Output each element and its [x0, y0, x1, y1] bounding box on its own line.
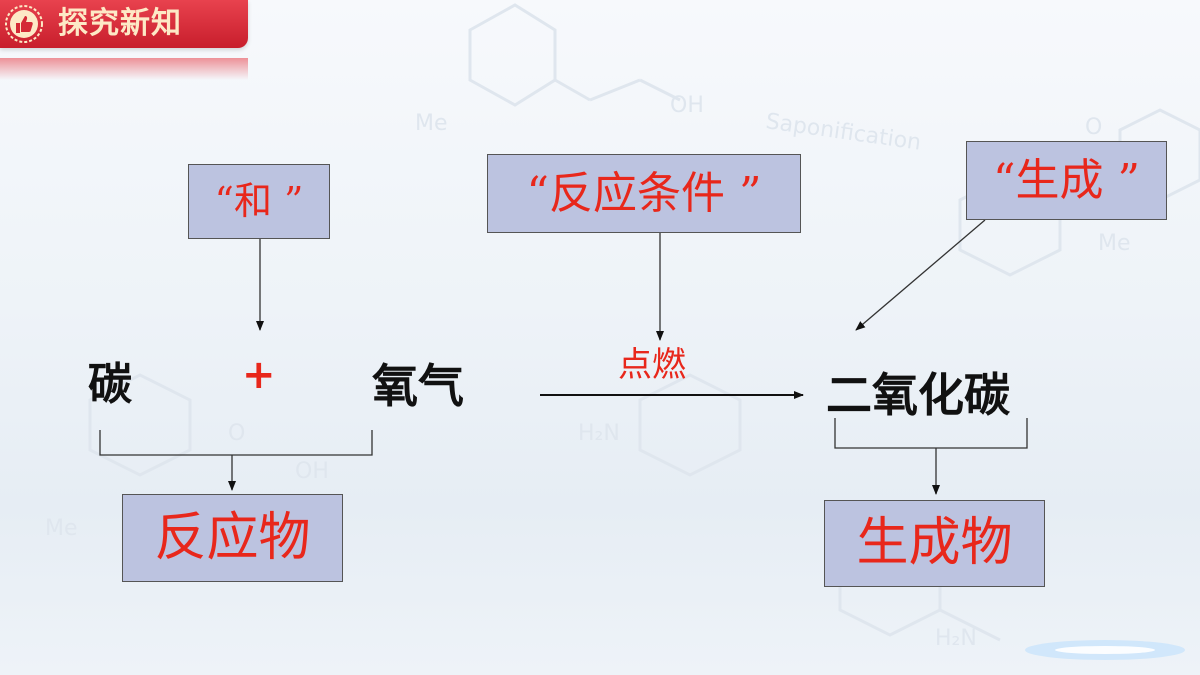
bg-oh-1: OH	[670, 93, 704, 118]
reactant-bracket	[99, 430, 373, 456]
section-header: 探究新知	[0, 0, 248, 48]
condition-box-label: “反应条件 ”	[526, 168, 762, 219]
products-box-label: 生成物	[856, 513, 1013, 573]
bg-o-1: O	[1085, 115, 1102, 140]
produce-box-label: “生成 ”	[993, 155, 1140, 206]
produce-box: “生成 ”	[966, 141, 1167, 220]
and-box-label: “和 ”	[214, 179, 304, 223]
product-bracket	[834, 418, 1028, 449]
products-box: 生成物	[824, 500, 1045, 587]
reactant-carbon: 碳	[88, 359, 132, 410]
and-box: “和 ”	[188, 164, 330, 239]
bg-me-3: Me	[45, 516, 78, 541]
product-co2: 二氧化碳	[826, 368, 1010, 422]
reactants-box-label: 反应物	[154, 508, 311, 568]
bg-me-2: Me	[1098, 231, 1131, 256]
thumbs-up-icon	[5, 5, 43, 43]
condition-box: “反应条件 ”	[487, 154, 801, 233]
reactant-oxygen: 氧气	[372, 359, 464, 413]
condition-ignite: 点燃	[618, 345, 686, 385]
header-title: 探究新知	[58, 6, 182, 41]
bg-h2n-1: H₂N	[578, 421, 620, 446]
reactants-box: 反应物	[122, 494, 343, 582]
plus-sign: +	[242, 352, 276, 398]
arrow-produce-diagonal	[855, 219, 986, 331]
bg-oh-2: OH	[295, 459, 329, 484]
header-shadow	[0, 58, 248, 80]
bg-o-2: O	[228, 421, 245, 446]
bg-h2n-2: H₂N	[935, 626, 977, 651]
bg-me-1: Me	[415, 111, 448, 136]
